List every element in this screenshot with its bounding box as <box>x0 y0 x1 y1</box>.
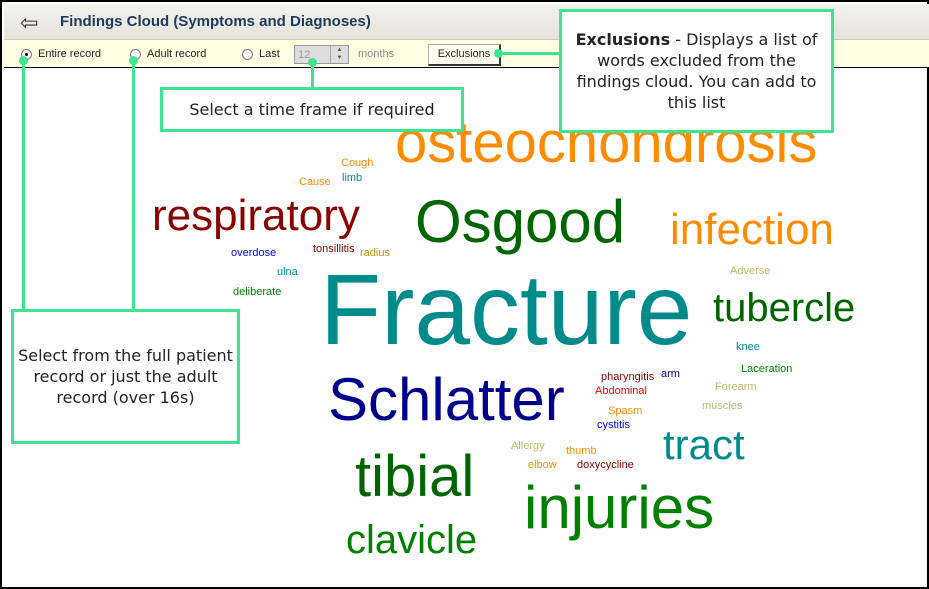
cloud-word[interactable]: deliberate <box>233 286 282 298</box>
back-arrow-icon[interactable]: ⇦ <box>20 10 39 35</box>
cloud-word[interactable]: clavicle <box>346 518 478 562</box>
cloud-word[interactable]: respiratory <box>152 191 360 240</box>
connector-line <box>311 62 314 90</box>
cloud-word[interactable]: Spasm <box>608 405 643 417</box>
cloud-word[interactable]: overdose <box>231 247 277 259</box>
cloud-word[interactable]: infection <box>670 205 834 254</box>
cloud-word[interactable]: Cough <box>341 157 374 169</box>
connector-dot <box>494 49 503 58</box>
cloud-word[interactable]: Osgood <box>415 188 626 255</box>
callout-text: Select a time frame if required <box>189 100 435 119</box>
cloud-word[interactable]: Adverse <box>730 265 771 277</box>
cloud-word[interactable]: tonsillitis <box>313 243 355 255</box>
callout-bold: Exclusions <box>575 30 671 49</box>
cloud-word[interactable]: doxycycline <box>577 459 634 471</box>
cloud-word[interactable]: tract <box>663 421 745 468</box>
cloud-word[interactable]: tubercle <box>713 286 856 330</box>
cloud-word[interactable]: muscles <box>702 400 743 412</box>
timeframe-callout: Select a time frame if required <box>160 87 464 132</box>
radio-adult-record[interactable]: Adult record <box>130 48 206 60</box>
record-callout: Select from the full patient record or j… <box>11 309 240 444</box>
cloud-word[interactable]: tibial <box>355 444 475 509</box>
radio-last[interactable]: Last <box>242 48 280 60</box>
cloud-word[interactable]: injuries <box>524 474 715 541</box>
cloud-word[interactable]: radius <box>360 247 390 259</box>
cloud-word[interactable]: Schlatter <box>328 366 565 433</box>
cloud-word[interactable]: Forearm <box>715 381 757 393</box>
months-value[interactable]: 12 <box>298 49 311 61</box>
stepper-arrows-icon[interactable]: ▲▼ <box>330 46 348 63</box>
cloud-word[interactable]: Fracture <box>320 254 693 366</box>
cloud-word[interactable]: knee <box>736 341 760 353</box>
cloud-word[interactable]: elbow <box>528 459 557 471</box>
cloud-word[interactable]: limb <box>342 172 363 184</box>
callout-text: - Displays a list of words excluded from… <box>576 30 818 112</box>
callout-text: Select from the full patient record or j… <box>18 346 233 407</box>
connector-dot <box>19 56 28 65</box>
cloud-word[interactable]: pharyngitis <box>601 371 655 383</box>
cloud-word[interactable]: Laceration <box>741 363 793 375</box>
cloud-word[interactable]: cystitis <box>597 419 630 431</box>
cloud-word[interactable]: arm <box>661 368 680 380</box>
cloud-word[interactable]: Cause <box>299 176 331 188</box>
radio-entire-record[interactable]: Entire record <box>21 48 101 60</box>
exclusions-button[interactable]: Exclusions <box>428 44 501 66</box>
cloud-word[interactable]: thumb <box>566 445 597 457</box>
cloud-word[interactable]: ulna <box>277 266 298 278</box>
page-title: Findings Cloud (Symptoms and Diagnoses) <box>60 13 371 30</box>
months-label: months <box>358 48 395 60</box>
connector-line <box>498 52 562 55</box>
connector-dot <box>129 56 138 65</box>
radio-label: Last <box>259 48 280 60</box>
radio-label: Adult record <box>147 48 207 60</box>
radio-unchecked-icon[interactable] <box>242 48 253 60</box>
connector-line <box>132 60 135 312</box>
cloud-word[interactable]: Abdominal <box>595 385 647 397</box>
connector-dot <box>308 58 317 67</box>
connector-line <box>22 60 25 312</box>
radio-label: Entire record <box>38 48 101 60</box>
exclusions-callout: Exclusions - Displays a list of words ex… <box>559 9 834 133</box>
months-stepper[interactable]: 12 ▲▼ <box>294 45 349 64</box>
cloud-word[interactable]: Allergy <box>511 440 545 452</box>
